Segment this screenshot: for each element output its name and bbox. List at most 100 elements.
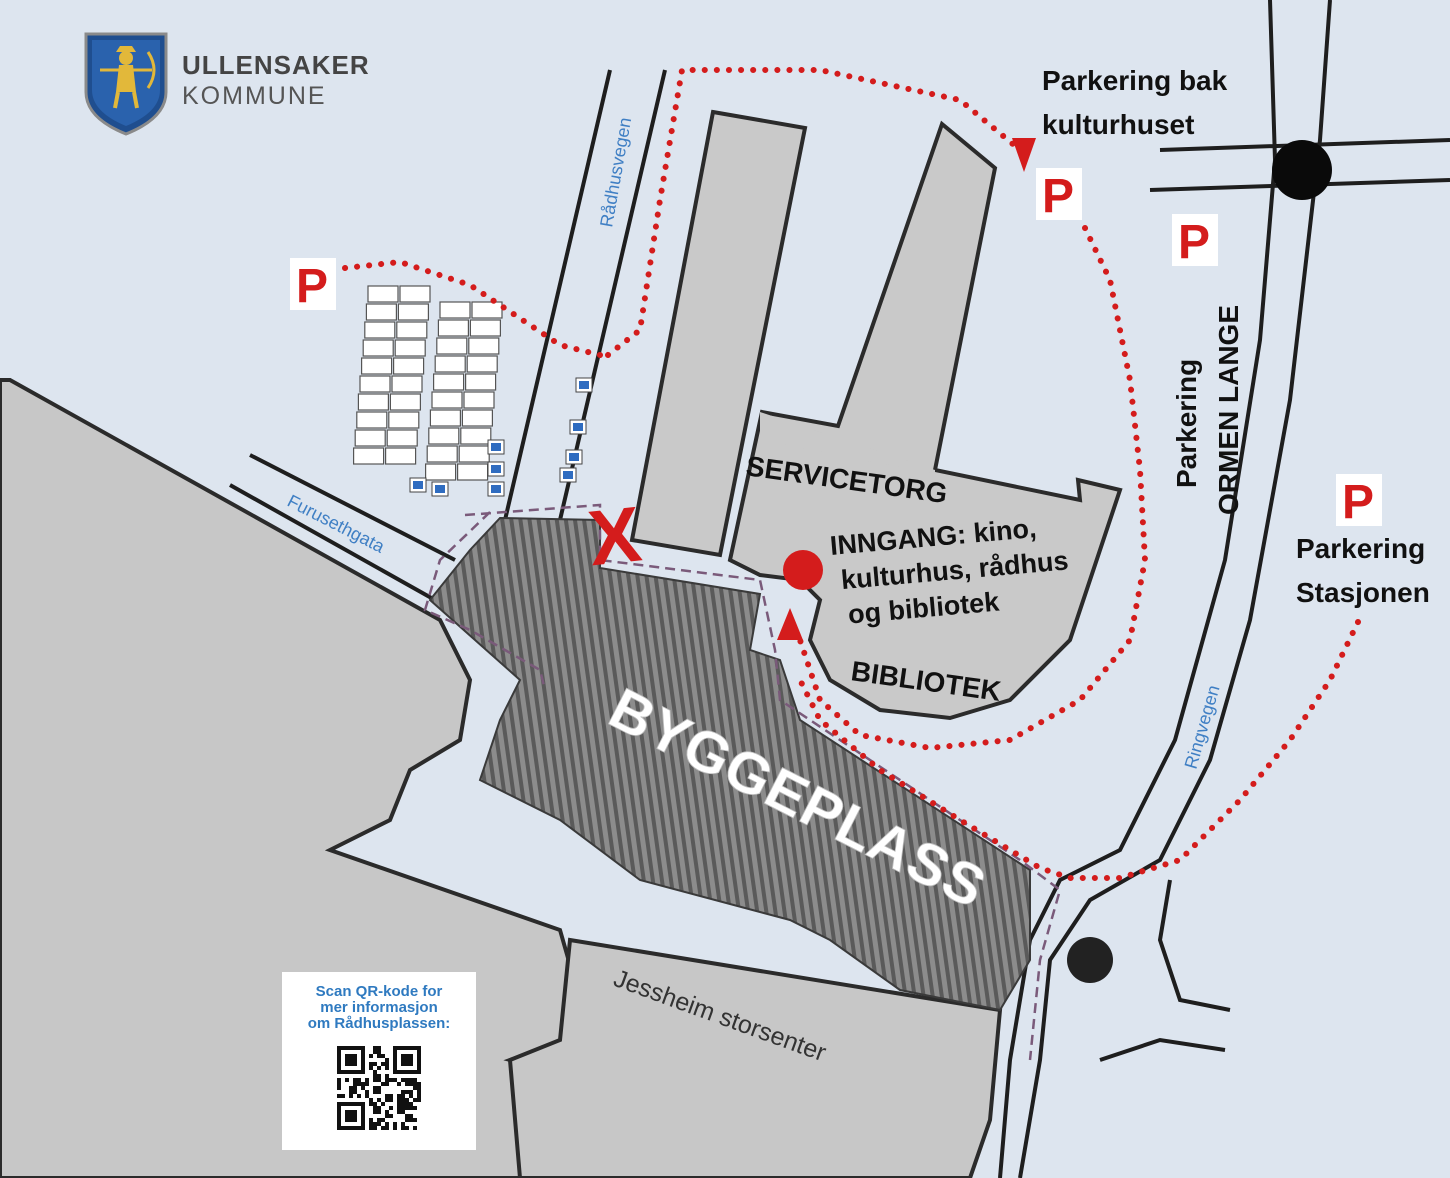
brand-subtitle: KOMMUNE (182, 82, 327, 110)
parking-stall (437, 319, 469, 337)
route-arrow-down-icon (1012, 138, 1036, 172)
parking-ormen-line-2: ORMEN LANGE (1213, 305, 1244, 515)
accessible-parking-icons (409, 377, 593, 497)
parking-lots (353, 285, 503, 481)
parking-stall (362, 339, 394, 357)
parking-stall (356, 411, 388, 429)
route-east-loop (797, 225, 1149, 752)
parking-stall (389, 393, 421, 411)
parking-stall (428, 427, 460, 445)
wheelchair-icon (565, 449, 583, 465)
parking-stall (460, 427, 492, 445)
route-from-stasjonen (797, 619, 1361, 881)
parking-stall (354, 429, 386, 447)
parking-sign-letter: P (296, 260, 328, 313)
ringvegen-road-outer (1018, 0, 1332, 1178)
parking-sign-back: P (1036, 168, 1082, 223)
parking-sign-letter: P (1042, 170, 1074, 223)
parking-stall (365, 303, 397, 321)
parking-stall (394, 339, 426, 357)
parking-stall (426, 445, 458, 463)
qr-code-icon[interactable] (337, 1046, 421, 1130)
parking-sign-letter: P (1342, 476, 1374, 529)
parking-stall (393, 357, 425, 375)
street-label-radhusvegen: Rådhusvegen (596, 116, 635, 229)
parking-stall (385, 447, 417, 465)
wheelchair-icon (409, 477, 427, 493)
route-to-back-parking (605, 67, 1023, 358)
ringvegen-road-inner (998, 0, 1278, 1178)
wheelchair-icon (487, 461, 505, 477)
wheelchair-icon (487, 439, 505, 455)
parking-ormen-line-1: Parkering (1171, 359, 1202, 488)
qr-info-box: Scan QR-kode for mer informasjon om Rådh… (282, 972, 476, 1150)
parking-sign-stasjonen: P (1336, 474, 1382, 529)
route-from-west-parking (342, 258, 603, 358)
parking-sign-ormen-lange: P (1172, 214, 1218, 269)
entrance-dot-icon (783, 550, 823, 590)
parking-stall (357, 393, 389, 411)
parking-sign-west: P (290, 258, 336, 313)
furusethgata-road-top (249, 453, 456, 562)
parking-stasjonen-line-2: Stasjonen (1296, 577, 1430, 608)
parking-stall (386, 429, 418, 447)
parking-back-line-2: kulturhuset (1042, 109, 1194, 140)
parking-stall (468, 337, 500, 355)
parking-stasjonen-line-1: Parkering (1296, 533, 1425, 564)
parking-stall (457, 463, 489, 481)
parking-stall (399, 285, 431, 303)
wheelchair-icon (575, 377, 593, 393)
parking-stall (434, 355, 466, 373)
parking-stall (388, 411, 420, 429)
furusethgata-road-bottom (229, 483, 436, 602)
parking-stall (466, 355, 498, 373)
servicetorg-connector (760, 412, 935, 474)
parking-stall (439, 301, 471, 319)
construction-site-area (428, 516, 1031, 1012)
wheelchair-icon (431, 481, 449, 497)
parking-stall (463, 391, 495, 409)
parking-stall (361, 357, 393, 375)
parking-stall (359, 375, 391, 393)
culture-house-wing-west (629, 109, 808, 558)
pedestrian-path-outline (423, 503, 1062, 1061)
wheelchair-icon (487, 481, 505, 497)
qr-line-3: om Rådhusplassen: (307, 1015, 451, 1032)
parking-stall (391, 375, 423, 393)
parking-stall (469, 319, 501, 337)
parking-stall (353, 447, 385, 465)
radhusvegen-road-left (503, 69, 612, 521)
parking-stall (397, 303, 429, 321)
parking-stall-column (353, 285, 431, 465)
qr-caption: Scan QR-kode for mer informasjon om Rådh… (288, 984, 470, 1032)
ullensaker-crest-icon (84, 32, 168, 136)
parking-stall (471, 301, 503, 319)
radhusvegen-road-right (558, 69, 667, 521)
parking-stall-column (425, 301, 503, 481)
qr-line-1: Scan QR-kode for (315, 983, 443, 1000)
jessheim-storsenter-building (507, 937, 1003, 1178)
qr-line-2: mer informasjon (320, 999, 438, 1016)
parking-sign-letter: P (1178, 216, 1210, 269)
routes (342, 67, 1361, 881)
parking-stall (431, 391, 463, 409)
blocked-marker: X (584, 489, 645, 582)
ringvegen-road-lower-2 (1099, 1037, 1226, 1062)
culture-house-main (727, 120, 1123, 721)
roundabout-north-icon (1272, 140, 1332, 200)
parking-stall (367, 285, 399, 303)
parking-stall (461, 409, 493, 427)
parking-stall (396, 321, 428, 339)
ringvegen-road-lower (1157, 879, 1231, 1012)
parking-stall (465, 373, 497, 391)
parking-stall (436, 337, 468, 355)
parking-stall (364, 321, 396, 339)
wheelchair-icon (559, 467, 577, 483)
parking-stall (425, 463, 457, 481)
parking-stall (458, 445, 490, 463)
roundabout-south-icon (1067, 937, 1113, 983)
route-arrow-up-icon (777, 608, 803, 640)
parking-stall (429, 409, 461, 427)
wheelchair-icon (569, 419, 587, 435)
